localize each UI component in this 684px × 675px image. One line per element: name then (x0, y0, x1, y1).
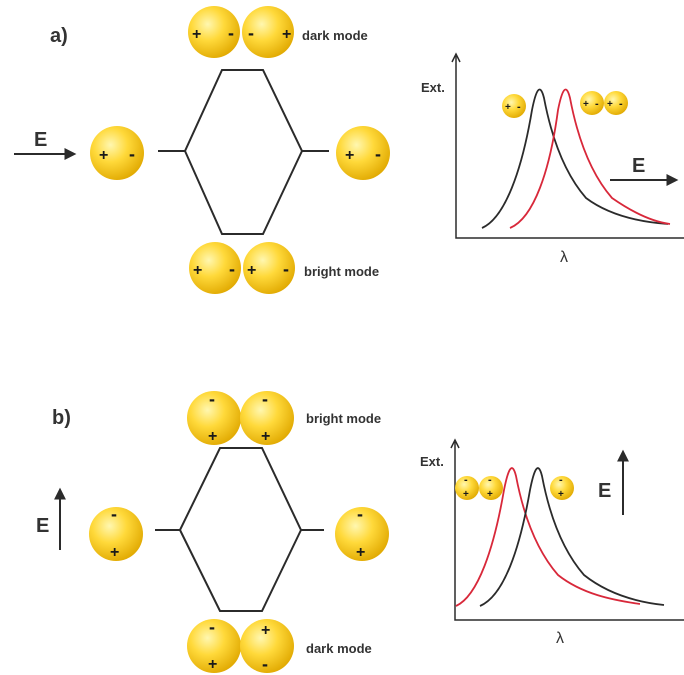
panel-b-left-sphere: - + (89, 504, 143, 561)
panel-b-bottom-mode-label: dark mode (306, 641, 372, 656)
panel-a-plot: Ext. λ + - + - + - E (421, 52, 684, 266)
plus-charge: + (282, 26, 291, 43)
panel-a: a) E + - + - + - - + dark mode (14, 6, 684, 294)
panel-b-curve-red (455, 467, 641, 607)
panel-a-plot-ylabel: Ext. (421, 80, 445, 95)
plus-charge: + (261, 622, 270, 639)
minus-charge: - (375, 144, 381, 164)
minus-charge: - (262, 654, 268, 674)
panel-a-bottom-dimer: + - + - (189, 242, 295, 294)
panel-b-plot-dimer-icon: - + - + (455, 474, 503, 500)
panel-a-curve-black (481, 88, 669, 229)
panel-a-curve-red (509, 88, 671, 229)
minus-charge: - (262, 389, 268, 409)
panel-a-top-mode-label: dark mode (302, 28, 368, 43)
panel-b-bottom-dimer: - + + - (187, 617, 294, 674)
minus-charge: - (559, 474, 563, 486)
panel-a-plot-monomer-icon: + - (502, 94, 526, 118)
minus-charge: - (595, 98, 599, 110)
panel-a-plot-field-arrow: E (610, 155, 679, 186)
plus-charge: + (247, 262, 256, 279)
panel-b-plot-field-arrow: E (598, 449, 629, 515)
minus-charge: - (209, 617, 215, 637)
minus-charge: - (619, 98, 623, 110)
panel-a-field-arrow: E (14, 129, 77, 160)
minus-charge: - (229, 259, 235, 279)
panel-b-top-dimer: - + - + (187, 389, 294, 445)
panel-b-field-label: E (36, 515, 49, 537)
plus-charge: + (583, 99, 589, 110)
plus-charge: + (208, 428, 217, 445)
plus-charge: + (192, 26, 201, 43)
plus-charge: + (110, 544, 119, 561)
plus-charge: + (193, 262, 202, 279)
plus-charge: + (558, 489, 564, 500)
plus-charge: + (463, 489, 469, 500)
minus-charge: - (209, 389, 215, 409)
minus-charge: - (517, 101, 521, 113)
minus-charge: - (129, 144, 135, 164)
plus-charge: + (208, 656, 217, 673)
panel-a-bottom-mode-label: bright mode (304, 264, 379, 279)
panel-b-right-sphere: - + (335, 504, 389, 561)
plus-charge: + (345, 147, 354, 164)
minus-charge: - (488, 474, 492, 486)
svg-text:E: E (598, 480, 611, 502)
panel-a-hybridization-lines (158, 69, 329, 235)
plus-charge: + (487, 489, 493, 500)
panel-b-plot: Ext. λ - + - + - + E (420, 438, 684, 647)
panel-b-label: b) (52, 407, 71, 429)
panel-b-plot-ylabel: Ext. (420, 454, 444, 469)
panel-b-plot-xlabel: λ (556, 630, 564, 647)
panel-a-right-sphere: + - (336, 126, 390, 180)
plus-charge: + (99, 147, 108, 164)
panel-b-field-arrow: E (36, 487, 66, 550)
panel-a-left-sphere: + - (90, 126, 144, 180)
plus-charge: + (261, 428, 270, 445)
panel-a-label: a) (50, 25, 68, 47)
panel-b-top-mode-label: bright mode (306, 411, 381, 426)
minus-charge: - (248, 23, 254, 43)
panel-a-plot-dimer-icon: + - + - (580, 91, 628, 115)
panel-a-plot-axes (455, 56, 684, 239)
minus-charge: - (464, 474, 468, 486)
plus-charge: + (356, 544, 365, 561)
panel-b: b) E - + - + - + - + bright mode (36, 389, 684, 674)
minus-charge: - (228, 23, 234, 43)
panel-a-field-label: E (34, 129, 47, 151)
minus-charge: - (357, 504, 363, 524)
panel-a-plot-xlabel: λ (560, 249, 568, 266)
panel-b-curve-black (479, 467, 665, 607)
minus-charge: - (111, 504, 117, 524)
plus-charge: + (505, 102, 511, 113)
minus-charge: - (283, 259, 289, 279)
panel-b-plot-monomer-icon: - + (550, 474, 574, 500)
plus-charge: + (607, 99, 613, 110)
panel-a-top-dimer: + - - + (188, 6, 294, 58)
svg-text:E: E (632, 155, 645, 177)
panel-b-plot-axes (454, 442, 684, 621)
panel-b-hybridization-lines (155, 447, 324, 612)
